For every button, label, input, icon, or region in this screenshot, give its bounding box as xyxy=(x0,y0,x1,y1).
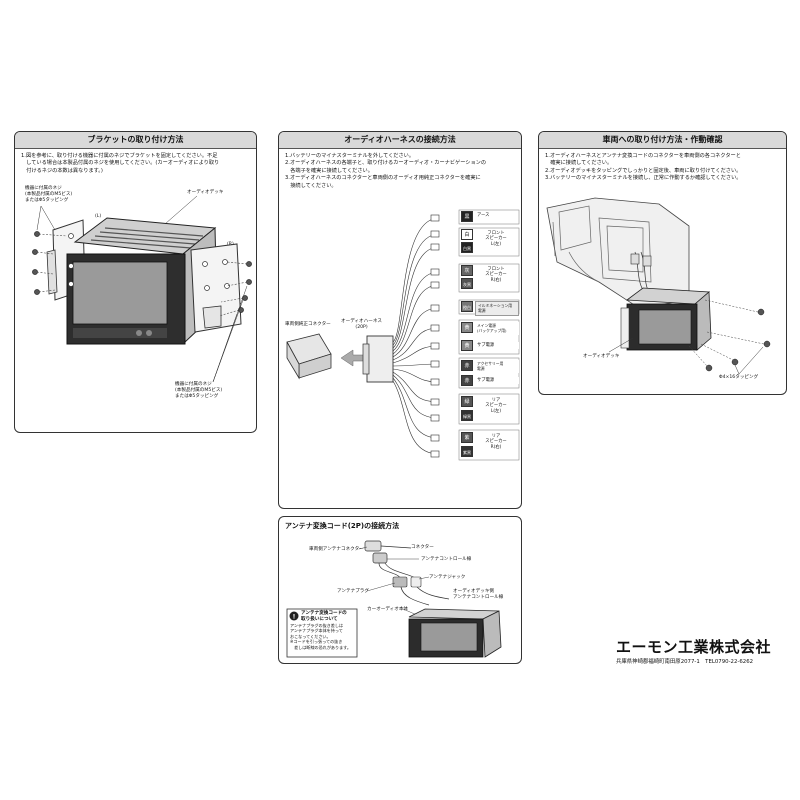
car-audio-body-label: カーオーディオ本体 xyxy=(367,607,409,612)
bracket-instructions: 1.図を参考に、取り付ける機器に付属のネジでブラケットを固定してください。不足 … xyxy=(21,153,220,174)
antenna-note-title: アンテナ変換コードの 取り扱いについて xyxy=(301,611,347,622)
antenna-plug-label: アンテナプラグ xyxy=(337,589,369,594)
svg-text:!: ! xyxy=(293,614,296,621)
company-name: エーモン工業株式会社 xyxy=(616,638,772,656)
vehicle-install-panel-title: 車両への取り付け方法・作動確認 xyxy=(539,132,786,149)
harness-label: オーディオハーネス (20P) xyxy=(341,319,383,330)
wire-label: リア スピーカー R(右) xyxy=(475,433,517,451)
control-line-label: アンテナコントロール線 xyxy=(421,557,472,562)
antenna-note-text: アンテナプラグの抜き差しは アンテナプラグ本体を持って おこなってください。 ※… xyxy=(290,623,351,650)
tapping-label: Φ4×16タッピング xyxy=(719,375,759,380)
left-label: (L) xyxy=(95,214,102,219)
wire-label: アクセサリー用 電源 xyxy=(475,360,519,373)
connector-label: コネクター xyxy=(411,545,434,550)
wire-code: 紫黒 xyxy=(461,446,473,457)
wire-label: イルミネーション用 電源 xyxy=(475,301,519,316)
wire-code: 白 xyxy=(461,229,473,240)
vehicle-connector-label: 車両側純正コネクター xyxy=(285,322,331,327)
company-address: 兵庫県神崎郡福崎町南田原2077-1 TEL0790-22-6262 xyxy=(616,659,754,665)
wire-label: リア スピーカー L(左) xyxy=(475,397,517,415)
bracket-panel: ブラケットの取り付け方法 1.図を参考に、取り付ける機器に付属のネジでブラケット… xyxy=(14,131,257,433)
antenna-panel: アンテナ変換コード(2P)の接続方法 車両側アンテナコネクター コネクター アン… xyxy=(278,516,522,664)
wire-label: サブ電源 xyxy=(475,377,519,385)
screw-label-top: 機器に付属のネジ (本製品付属のM5ビス) またはΦ5タッピング xyxy=(25,186,73,203)
vehicle-install-panel: 車両への取り付け方法・作動確認 1.オーディオハーネスとアンテナ変換コードのコネ… xyxy=(538,131,787,395)
deck-label: オーディオデッキ xyxy=(187,190,224,195)
deck-label: オーディオデッキ xyxy=(583,354,620,359)
wire-label: フロント スピーカー L(左) xyxy=(475,230,517,248)
antenna-panel-title: アンテナ変換コード(2P)の接続方法 xyxy=(285,522,400,530)
wire-code: 黄 xyxy=(461,340,473,351)
wire-label: フロント スピーカー R(右) xyxy=(475,266,517,284)
wire-code: 紫 xyxy=(461,432,473,443)
wire-code: 灰黒 xyxy=(461,278,473,289)
wire-label: サブ電源 xyxy=(475,342,519,350)
deck-control-line-label: オーディオデッキ側 アンテナコントロール線 xyxy=(453,589,504,600)
wire-code: 赤 xyxy=(461,375,473,386)
wire-code: 緑 xyxy=(461,396,473,407)
harness-illustration xyxy=(286,209,520,461)
harness-panel-title: オーディオハーネスの接続方法 xyxy=(279,132,521,149)
wire-code: 黒 xyxy=(461,211,473,222)
vehicle-install-instructions: 1.オーディオハーネスとアンテナ変換コードのコネクターを車両側の各コネクターと … xyxy=(545,153,742,182)
wire-code: 橙白 xyxy=(461,301,473,312)
vehicle-illustration xyxy=(546,197,771,375)
wire-code: 黄 xyxy=(461,322,473,333)
harness-panel: オーディオハーネスの接続方法 1.バッテリーのマイナスターミナルを外してください… xyxy=(278,131,522,509)
wire-code: 赤 xyxy=(461,360,473,371)
antenna-jack-label: アンテナジャック xyxy=(429,575,466,580)
wire-label: アース xyxy=(475,212,517,220)
wire-code: 白黒 xyxy=(461,242,473,253)
screw-label-bottom: 機器に付属のネジ (本製品付属のM5ビス) またはΦ5タッピング xyxy=(175,382,223,399)
antenna-illustration: ! xyxy=(286,540,502,658)
wire-code: 灰 xyxy=(461,265,473,276)
bracket-illustration xyxy=(32,195,252,383)
bracket-panel-title: ブラケットの取り付け方法 xyxy=(15,132,256,149)
harness-instructions: 1.バッテリーのマイナスターミナルを外してください。 2.オーディオハーネスの各… xyxy=(285,153,487,189)
vehicle-antenna-label: 車両側アンテナコネクター xyxy=(309,547,364,552)
wire-code: 緑黒 xyxy=(461,410,473,421)
wire-label: メイン電源 (バックアップ用) xyxy=(475,322,519,335)
